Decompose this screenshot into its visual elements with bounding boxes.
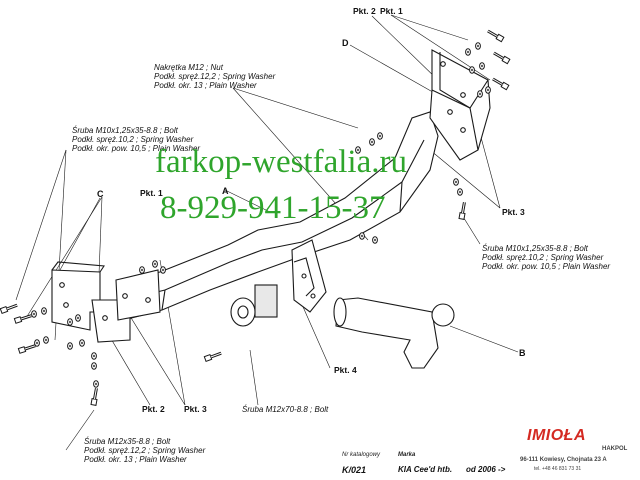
spring-washer-label: Podkł. spręż.10,2 ; Spring Washer [482,253,604,262]
bolt-label: Śruba M12x35-8.8 ; Bolt [84,437,171,446]
center-plate [230,239,327,327]
nut-group-label: Nakrętka M12 ; Nut Podkł. spręż.12,2 ; S… [154,63,275,90]
brand-phone: tel. +48 46 831 73 31 [534,466,582,472]
bolt-center-label: Śruba M12x70-8.8 ; Bolt [242,405,329,414]
vehicle-model: KIA Cee'd htb. [398,465,453,474]
pkt-center-low: Pkt. 4 [334,365,357,375]
catalog-label: Nr katalogowy [342,452,381,458]
nut-label: Nakrętka M12 ; Nut [154,63,223,72]
pkt-bottom-right: Pkt. 3 [184,404,207,414]
bolt-bottom-label: Śruba M12x35-8.8 ; Bolt Podkł. spręż.12,… [84,437,205,464]
brand-logo: IMIOŁA [527,427,586,444]
pkt-left-mid: Pkt. 1 [140,188,163,198]
plain-washer-label: Podkł. okr. pow. 10,5 ; Plain Washer [72,144,201,153]
plain-washer-label: Podkł. okr. 13 ; Plain Washer [154,81,257,90]
pkt-top-left: Pkt. 2 [353,6,376,16]
bolt-right-label: Śruba M10x1,25x35-8.8 ; Bolt Podkł. sprę… [482,244,610,271]
ball-mount [333,297,455,369]
spring-washer-label: Podkł. spręż.12,2 ; Spring Washer [154,72,276,81]
catalog-number: K/021 [342,465,367,475]
bolt-label: Śruba M10x1,25x35-8.8 ; Bolt [482,244,588,253]
pkt-right-mid: Pkt. 3 [502,207,525,217]
marka-label: Marka [398,452,416,458]
right-bracket [429,49,491,161]
plain-washer-label: Podkł. okr. 13 ; Plain Washer [84,455,187,464]
left-mid-bracket [115,269,161,321]
part-letter-b: B [519,348,526,358]
brand-sub: HAKPOL [602,446,628,452]
pkt-bottom-left: Pkt. 2 [142,404,165,414]
pkt-top-right: Pkt. 1 [380,6,403,16]
brand-address: 96-111 Kowiesy, Chojnata 23 A [520,457,607,463]
bolt-left-label: Śruba M10x1,25x35-8.8 ; Bolt Podkł. sprę… [72,126,200,153]
part-letter-d: D [342,38,349,48]
spring-washer-label: Podkł. spręż.12,2 ; Spring Washer [84,446,206,455]
watermark-phone: 8-929-941-15-37 [160,190,386,226]
part-letter-a: A [222,186,229,196]
main-cross-beam [117,111,439,321]
bolt-label: Śruba M10x1,25x35-8.8 ; Bolt [72,126,178,135]
plain-washer-label: Podkł. okr. pow. 10,5 ; Plain Washer [482,262,611,271]
spring-washer-label: Podkł. spręż.10,2 ; Spring Washer [72,135,194,144]
watermark-site: farkop-westfalia.ru [155,144,407,180]
part-letter-c: C [97,189,104,199]
vehicle-year: od 2006 -> [466,465,506,474]
